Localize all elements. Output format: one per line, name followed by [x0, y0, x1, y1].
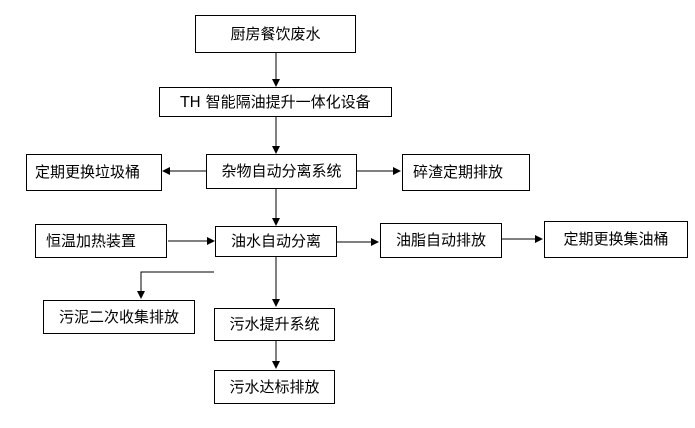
node-compliant-discharge: 污水达标排放: [214, 370, 335, 404]
node-sludge-discharge: 污泥二次收集排放: [43, 300, 195, 334]
node-oil-water-separation: 油水自动分离: [215, 226, 337, 257]
node-debris-separation: 杂物自动分离系统: [206, 154, 357, 189]
arrow-oilwater-to-sludge: [137, 271, 214, 299]
node-wastewater-lift: 污水提升系统: [214, 308, 335, 341]
node-oil-bucket: 定期更换集油桶: [544, 221, 688, 258]
node-kitchen-wastewater: 厨房餐饮废水: [195, 15, 356, 53]
node-heater: 恒温加热装置: [35, 224, 167, 258]
node-th-device: TH 智能隔油提升一体化设备: [159, 87, 392, 117]
node-trash-bin: 定期更换垃圾桶: [26, 154, 162, 191]
node-grease-discharge: 油脂自动排放: [380, 223, 502, 258]
node-residue-discharge: 碎渣定期排放: [402, 154, 530, 191]
